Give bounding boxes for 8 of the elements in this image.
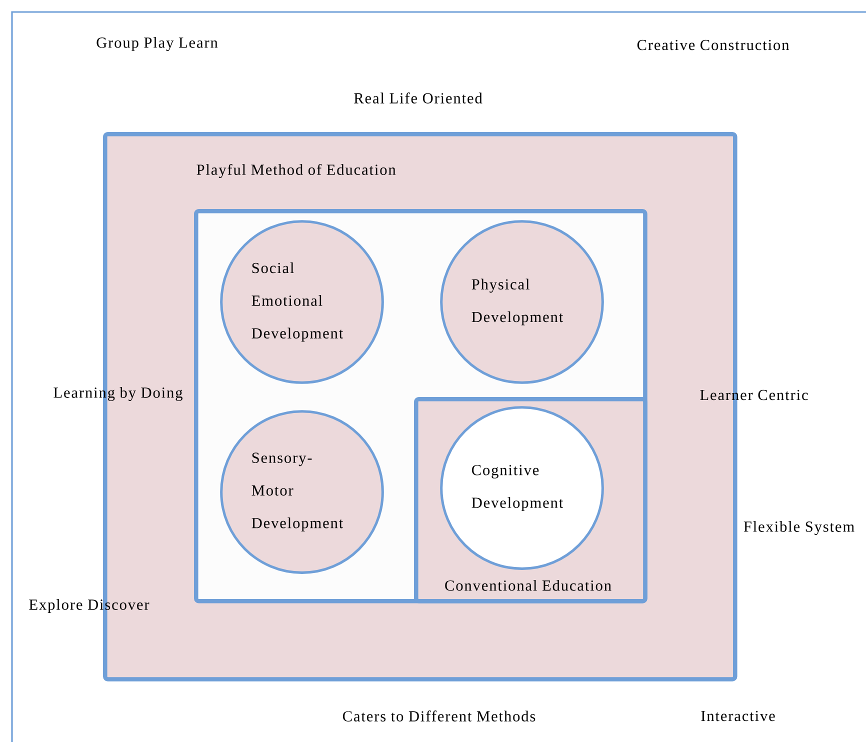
feature-label: Creative Construction [637, 40, 789, 50]
feature-label: Flexible System [744, 521, 854, 535]
feature-label: Explore Discover [29, 599, 150, 613]
feature-label: Learner Centric [700, 390, 808, 400]
feature-label: Caters to Different Methods [342, 710, 536, 722]
feature-label: Group Play Learn [96, 37, 218, 51]
feature-label: Real Life Oriented [354, 92, 482, 104]
feature-label: Interactive [701, 710, 775, 722]
